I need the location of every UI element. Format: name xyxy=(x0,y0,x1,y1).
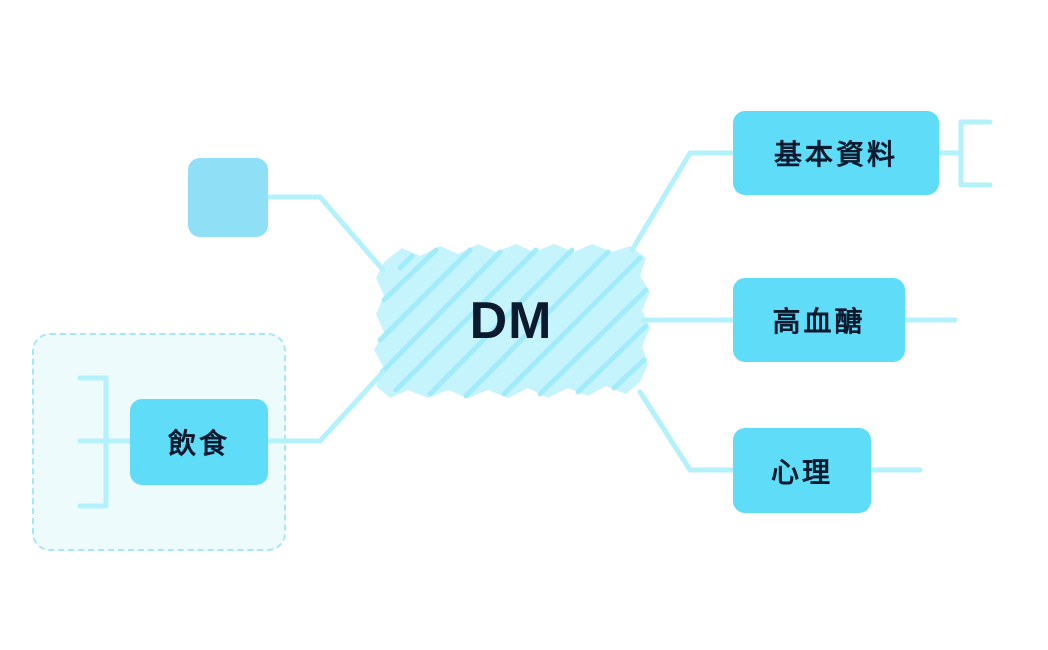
topic-basic-info[interactable]: 基本資料 xyxy=(733,111,939,195)
central-topic-label[interactable]: DM xyxy=(469,292,553,350)
connector-basic-info xyxy=(629,150,738,253)
topic-psychology[interactable]: 心理 xyxy=(733,428,871,513)
connector-diet xyxy=(265,369,386,444)
topic-diet[interactable]: 飲食 xyxy=(130,399,268,485)
topic-blank[interactable] xyxy=(188,158,268,237)
connector-psychology xyxy=(637,389,738,473)
bracket-basic-info xyxy=(935,119,993,188)
bracket-diet xyxy=(77,375,133,509)
central-topic-shape[interactable] xyxy=(374,244,650,399)
connector-blank xyxy=(265,194,386,273)
topic-blood-sugar[interactable]: 高血醣 xyxy=(733,278,905,362)
